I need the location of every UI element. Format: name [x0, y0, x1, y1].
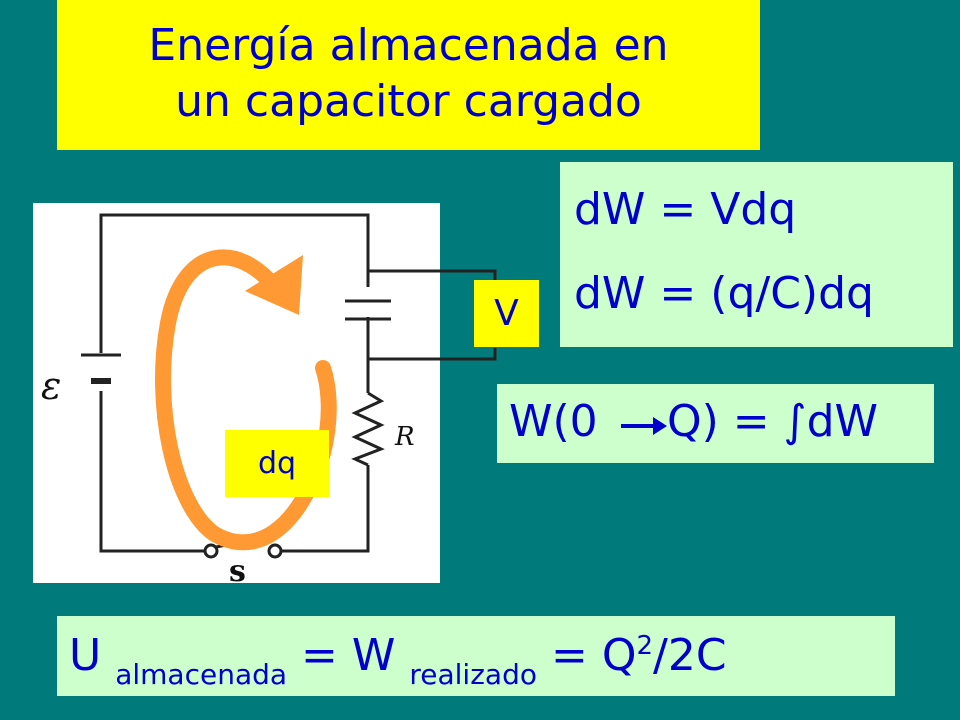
work-integral-left: W(0 — [509, 396, 598, 447]
u-subscript: almacenada — [115, 658, 288, 691]
q-superscript: 2 — [636, 631, 654, 661]
w-subscript: realizado — [409, 658, 537, 691]
resistor-label: R — [394, 422, 415, 452]
emf-label: ε — [41, 364, 61, 408]
equation-dw-vdq: dW = Vdq — [574, 184, 797, 235]
right-arrow-icon — [621, 417, 667, 435]
title-line-1: Energía almacenada en — [148, 20, 669, 71]
work-integral-right: Q) = ∫dW — [667, 396, 878, 447]
u-symbol: U — [69, 630, 116, 681]
resistor-icon — [351, 391, 385, 467]
equals-q: = Q — [536, 630, 637, 681]
stored-energy-box: U almacenada = W realizado = Q2/2C — [57, 616, 895, 696]
charge-label: dq — [225, 430, 329, 497]
capacitor-lead-wires — [368, 269, 497, 361]
over-2c: /2C — [653, 630, 727, 681]
work-integral-box: W(0 Q) = ∫dW — [497, 384, 934, 463]
capacitor-icon — [345, 299, 391, 321]
switch-label: s — [229, 554, 246, 583]
title-box: Energía almacenada en un capacitor carga… — [57, 0, 760, 150]
circuit-diagram: ε R s — [33, 203, 495, 589]
title-line-2: un capacitor cargado — [175, 76, 642, 127]
battery-icon — [81, 353, 121, 384]
current-loop-arrow-icon — [155, 249, 337, 551]
equals-w: = W — [287, 630, 410, 681]
equations-box: dW = Vdq dW = (q/C)dq — [560, 162, 953, 347]
equation-dw-qc: dW = (q/C)dq — [574, 268, 874, 319]
voltage-label: V — [474, 280, 539, 347]
